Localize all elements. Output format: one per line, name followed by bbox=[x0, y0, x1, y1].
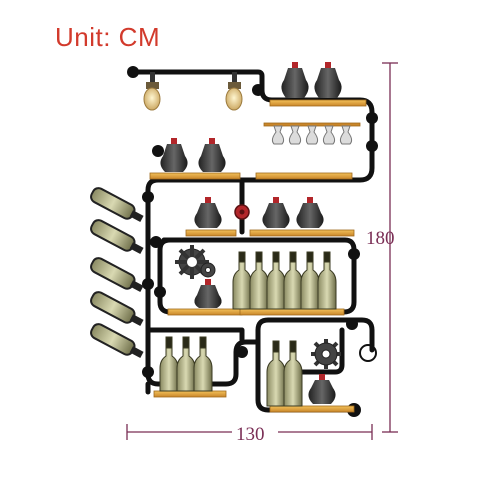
wine-bottles bbox=[266, 340, 303, 407]
wine-bottles bbox=[232, 251, 337, 310]
height-dimension-label: 180 bbox=[366, 228, 395, 249]
light-bulb-icon bbox=[225, 72, 243, 111]
wine-bottles bbox=[159, 336, 213, 392]
wine-glasses bbox=[271, 125, 353, 145]
unit-label: Unit: CM bbox=[55, 22, 161, 52]
decanter-jugs bbox=[160, 62, 342, 404]
gear-icon bbox=[175, 245, 216, 279]
gear-icon bbox=[311, 339, 341, 369]
height-dimension-line bbox=[382, 62, 398, 433]
valve-wheel-icon bbox=[234, 204, 250, 220]
width-dimension-label: 130 bbox=[236, 424, 265, 445]
light-bulb-icon bbox=[143, 72, 161, 111]
angled-wine-bottles bbox=[90, 187, 144, 359]
width-dimension-line bbox=[126, 424, 373, 440]
wooden-shelves bbox=[149, 99, 367, 413]
pipe-ring-icon bbox=[359, 344, 377, 362]
pipe-joints bbox=[127, 66, 378, 417]
